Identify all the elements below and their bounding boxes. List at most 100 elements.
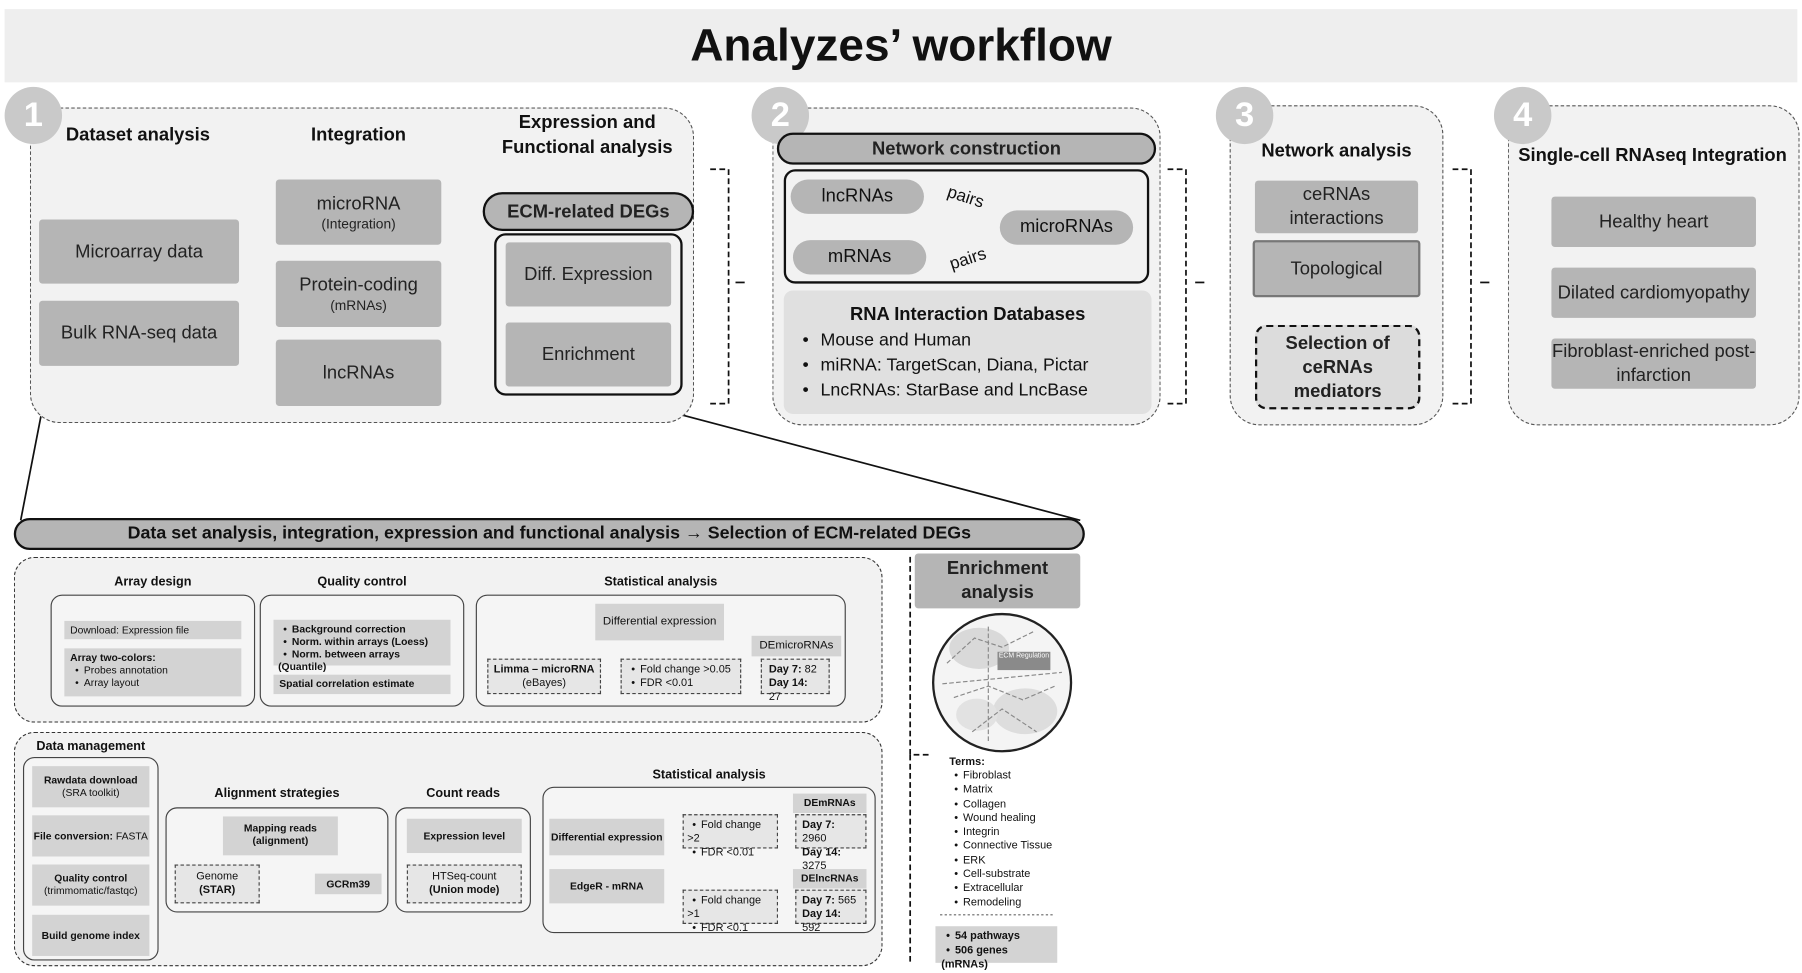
threshold-item: FDR <0.01 <box>626 677 735 691</box>
gcrm39-box: GCRm39 <box>314 873 382 895</box>
microrna-box: microRNA (Integration) <box>275 179 442 245</box>
ecm-degs-box: ECM-related DEGs <box>482 192 695 231</box>
alignment-title: Alignment strategies <box>214 786 340 801</box>
fibroblast-post-infarction-label: Fibroblast-enriched post-infarction <box>1552 341 1756 386</box>
microarray-data-label: Microarray data <box>75 241 203 262</box>
step-number-4: 4 <box>1493 86 1552 145</box>
page-title: Analyzes’ workflow <box>4 9 1798 83</box>
microrna-label: microRNA <box>316 193 401 214</box>
file-conversion-value: FASTA <box>115 830 148 842</box>
protein-coding-box: Protein-coding (mRNAs) <box>275 260 442 328</box>
spatial-correlation-box: Spatial correlation estimate <box>273 674 451 695</box>
ecm-degs-label: ECM-related DEGs <box>507 201 670 222</box>
demrnas-header: DEmRNAs <box>792 793 867 814</box>
threshold-item: FDR <0.01 <box>687 846 773 860</box>
seq-qc-label: Quality control <box>54 872 128 884</box>
db-item: LncRNAs: StarBase and LncBase <box>791 378 1152 403</box>
delncrnas-header: DElncRNAs <box>792 869 867 889</box>
db-item: miRNA: TargetScan, Diana, Pictar <box>791 353 1152 378</box>
enrichment-label: Enrichment <box>541 344 635 365</box>
qc-steps-box: Background correction Norm. within array… <box>273 619 451 672</box>
two-colors-item: Probes annotation <box>70 664 235 677</box>
bulk-rnaseq-data-label: Bulk RNA-seq data <box>60 323 218 344</box>
lnc-day14-value: 592 <box>802 921 821 935</box>
dilated-cardiomyopathy-label: Dilated cardiomyopathy <box>1557 283 1750 303</box>
topological-label: Topological <box>1290 259 1383 279</box>
genome-star-box: Genome (STAR) <box>174 864 260 904</box>
demrnas-counts-box: Day 7: 2960 Day 14: 3275 <box>795 814 867 872</box>
protein-coding-sublabel: (mRNAs) <box>330 297 387 314</box>
term-item: Collagen <box>949 798 1052 812</box>
mrna-threshold-list: Fold change >2 FDR <0.01 <box>687 819 773 860</box>
step-number-1: 1 <box>4 86 63 145</box>
bulk-rnaseq-data-box: Bulk RNA-seq data <box>39 300 240 366</box>
diff-expression-box: Diff. Expression <box>505 242 672 307</box>
edger-box: EdgeR - mRNA <box>549 869 665 904</box>
threshold-item: Fold change >0.05 <box>626 663 735 677</box>
data-management-title: Data management <box>36 739 146 754</box>
genome-label: Genome <box>196 870 239 883</box>
mapping-reads-box: Mapping reads (alignment) <box>222 816 338 856</box>
lnc-threshold-list: Fold change >1 FDR <0.1 <box>687 894 773 935</box>
summary-item: 506 genes (mRNAs) <box>941 944 1051 973</box>
step-number-3: 3 <box>1215 86 1274 145</box>
micro-day7-row: Day 7: 82 <box>769 663 822 677</box>
term-item: Fibroblast <box>949 770 1052 784</box>
lncrnas-label: lncRNAs <box>322 363 395 383</box>
demicrornas-header: DEmicroRNAs <box>751 635 842 657</box>
terms-list: Fibroblast Matrix Collagen Wound healing… <box>949 770 1052 911</box>
quality-control-title: Quality control <box>317 575 407 589</box>
two-colors-list: Probes annotation Array layout <box>70 664 235 689</box>
qc-step: Norm. within arrays (Loess) <box>278 636 446 649</box>
protein-coding-label: Protein-coding <box>299 275 418 296</box>
seq-diffexp-box: Differential expression <box>549 818 665 856</box>
cerna-interactions-label: ceRNAs interactions <box>1289 185 1384 229</box>
day14-label: Day 14: <box>768 676 808 690</box>
lncrnas-pill: lncRNAs <box>790 179 924 214</box>
enrichment-analysis-label: Enrichment analysis <box>946 559 1049 603</box>
heading-expression-functional: Expression and Functional analysis <box>501 113 673 158</box>
summary-item: 54 pathways <box>941 930 1051 944</box>
mrnas-pill: mRNAs <box>792 240 927 275</box>
single-cell-title: Single-cell RNAseq Integration <box>1518 146 1787 166</box>
array-two-colors-box: Array two-colors: Probes annotation Arra… <box>64 648 242 697</box>
micro-day7-value: 82 <box>804 663 817 676</box>
network-analysis-title: Network analysis <box>1261 141 1412 162</box>
mrna-threshold-box: Fold change >2 FDR <0.01 <box>682 814 779 859</box>
day14-label: Day 14: <box>802 907 841 921</box>
build-index-box: Build genome index <box>32 914 150 956</box>
day7-label: Day 7: <box>802 894 835 907</box>
rawdata-box: Rawdata download (SRA toolkit) <box>32 766 150 808</box>
network-construction-label: Network construction <box>871 138 1061 159</box>
gcrm39-label: GCRm39 <box>326 878 371 890</box>
limma-box: Limma – microRNA (eBayes) <box>487 658 602 695</box>
cerna-interactions-box: ceRNAs interactions <box>1254 180 1419 234</box>
term-item: Matrix <box>949 784 1052 798</box>
rna-databases-box: RNA Interaction Databases Mouse and Huma… <box>783 290 1152 414</box>
union-mode-label: (Union mode) <box>429 883 500 897</box>
lncrnas-box: lncRNAs <box>275 339 442 406</box>
limma-sublabel: (eBayes) <box>522 676 566 690</box>
count-reads-title: Count reads <box>426 786 501 801</box>
fibroblast-post-infarction-box: Fibroblast-enriched post-infarction <box>1551 338 1756 389</box>
term-item: Integrin <box>949 826 1052 840</box>
heading-integration: Integration <box>311 125 407 146</box>
topological-box: Topological <box>1252 240 1421 298</box>
healthy-heart-label: Healthy heart <box>1599 212 1709 232</box>
rna-databases-list: Mouse and Human miRNA: TargetScan, Diana… <box>791 328 1152 403</box>
expression-level-box: Expression level <box>406 818 522 854</box>
lnc-day7-row: Day 7: 565 <box>802 894 859 908</box>
micrornas-pill: microRNAs <box>999 210 1134 245</box>
selection-cerna-label: Selection of ceRNAs mediators <box>1285 333 1390 401</box>
lnc-day14-row: Day 14: 592 <box>802 908 859 935</box>
seq-stat-title: Statistical analysis <box>652 768 766 783</box>
micro-day14-row: Day 14: 27 <box>769 677 822 704</box>
detail-banner: Data set analysis, integration, expressi… <box>13 518 1085 551</box>
micro-threshold-list: Fold change >0.05 FDR <0.01 <box>626 663 735 690</box>
enrichment-box: Enrichment <box>505 322 672 387</box>
mrna-day7-row: Day 7: 2960 <box>802 819 859 846</box>
enrichment-analysis-header: Enrichment analysis <box>914 553 1081 609</box>
download-expression-box: Download: Expression file <box>64 620 242 640</box>
term-item: Connective Tissue <box>949 840 1052 854</box>
